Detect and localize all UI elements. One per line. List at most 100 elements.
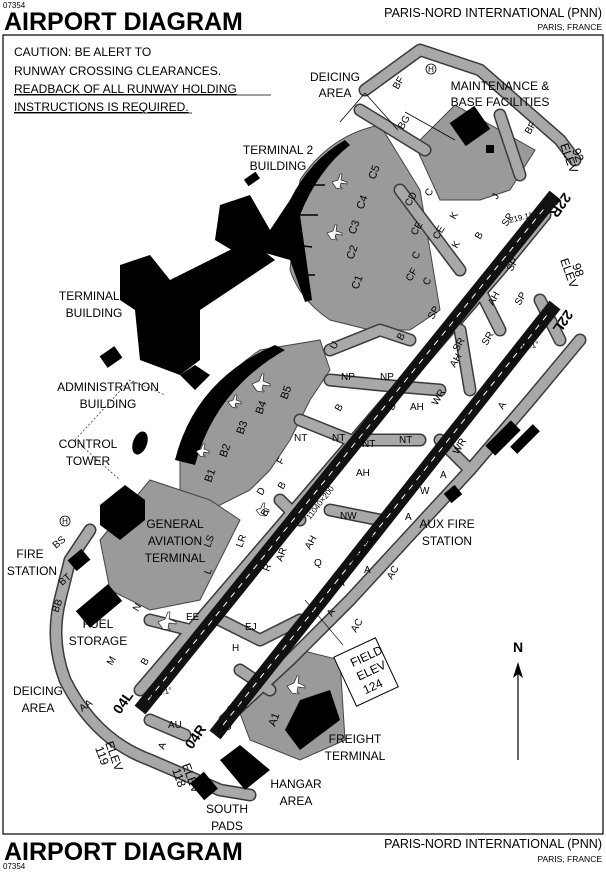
- twy-lr: LR: [234, 533, 249, 549]
- caution-line-1: CAUTION: BE ALERT TO: [14, 45, 151, 59]
- terminal-1-building: [120, 240, 275, 375]
- twy-sp-3: SP: [513, 290, 529, 307]
- t1-label-2: BUILDING: [66, 306, 123, 320]
- field-elevation: FIELD ELEV 124: [304, 599, 399, 707]
- gate-c4: C4: [355, 194, 371, 211]
- twy-ah-4: AH: [356, 468, 370, 479]
- twy-l: L: [202, 567, 214, 576]
- runway-04r-22l: [209, 300, 561, 740]
- buildings: [67, 105, 540, 801]
- chart-frame: [2, 34, 604, 835]
- admin-dotted: [74, 379, 166, 441]
- gate-labels: C1 C2 C3 C4 C5 B1 B2 B3 B4 B5 A1: [203, 164, 383, 728]
- airplane-icon: [251, 373, 271, 393]
- airplane-icon: [331, 173, 348, 190]
- gate-b4: B4: [254, 399, 270, 416]
- caution-line-2: RUNWAY CROSSING CLEARANCES.: [14, 64, 221, 78]
- elev-04l-value: 119: [92, 744, 112, 767]
- twy-au-2: AU: [218, 722, 232, 733]
- maintenance-building: [449, 105, 491, 147]
- fire-station-building: [67, 548, 91, 572]
- twy-c-1: C: [423, 187, 436, 199]
- twy-a-5: A: [325, 607, 338, 619]
- twy-nt-3: NT: [362, 439, 375, 450]
- deicing-ne-label-1: DEICING: [310, 70, 360, 84]
- elev-22r-value: 92: [569, 146, 587, 164]
- fuel-label-2: STORAGE: [69, 634, 127, 648]
- twy-b-5: B: [259, 507, 272, 519]
- rwy-04l: 04L: [109, 687, 136, 716]
- hangar-label-1: HANGAR: [270, 777, 322, 791]
- twy-ls: LS: [202, 533, 217, 549]
- twy-nt-2: NT: [332, 433, 345, 444]
- twy-k-2: K: [450, 239, 463, 251]
- twy-bs: BS: [51, 534, 69, 551]
- maint-label-1: MAINTENANCE &: [451, 79, 550, 93]
- twy-bf-1: BF: [391, 75, 407, 92]
- deicing-sw-label-1: DEICING: [13, 684, 63, 698]
- twy-nw: NW: [340, 511, 357, 522]
- twy-k-1: K: [448, 210, 461, 222]
- gate-c5: C5: [367, 164, 383, 181]
- airplane-icon: [157, 611, 177, 631]
- hangar-building: [220, 745, 270, 790]
- administration-building: [99, 346, 123, 368]
- twy-h: H: [232, 643, 239, 654]
- airplane-icon: [326, 224, 343, 241]
- twy-a-3: A: [364, 565, 371, 576]
- heliport-ne: H: [425, 63, 437, 75]
- gate-b3: B3: [235, 419, 251, 436]
- terminal-2-building: [215, 180, 310, 260]
- twy-a-6: A: [156, 741, 169, 751]
- aux-label-2: STATION: [422, 534, 472, 548]
- aux-fire-station-building: [443, 484, 463, 504]
- tower-label-2: TOWER: [66, 454, 111, 468]
- twy-ar: AR: [274, 546, 289, 563]
- twy-b-mid: B: [395, 331, 408, 343]
- leader-lines: [339, 92, 456, 141]
- gate-b1: B1: [203, 467, 219, 484]
- chart-number: 07354: [3, 1, 26, 10]
- elev-22l-value: 98: [569, 261, 587, 279]
- twy-ej: EJ: [245, 622, 257, 633]
- maint-label-2: BASE FACILITIES: [451, 95, 550, 109]
- deicing-ne-label-2: AREA: [319, 86, 352, 100]
- twy-c-3: C: [421, 276, 434, 288]
- taxiways: [49, 43, 587, 802]
- twy-n: N: [131, 602, 144, 614]
- svg-text:H: H: [428, 65, 434, 74]
- aux-label-1: AUX FIRE: [419, 517, 474, 531]
- gate-c3: C3: [347, 219, 363, 236]
- freight-label-1: FREIGHT: [329, 732, 382, 746]
- gate-c1: C1: [350, 274, 366, 291]
- twy-u: U: [328, 340, 341, 352]
- ga-label-3: TERMINAL: [145, 551, 206, 565]
- south-label-1: SOUTH: [206, 802, 248, 816]
- ga-label-2: AVIATION: [148, 534, 202, 548]
- footer-airport-name: PARIS-NORD INTERNATIONAL (PNN): [384, 837, 602, 851]
- tower-label-1: CONTROL: [59, 437, 118, 451]
- twy-w: W: [420, 486, 430, 497]
- twy-a-7: A: [496, 400, 509, 412]
- twy-b-3: B: [386, 401, 399, 413]
- fuel-label-1: FUEL: [83, 617, 114, 631]
- twy-np-1: NP: [341, 372, 355, 383]
- gate-b5: B5: [279, 384, 295, 401]
- twy-b-4: B: [276, 480, 289, 492]
- twy-d: D: [255, 486, 268, 498]
- terminal-2-pier: [290, 140, 350, 302]
- twy-a-4: A: [338, 578, 345, 589]
- twy-a-1: A: [440, 470, 447, 481]
- twy-f: F: [275, 456, 288, 467]
- gate-c2: C2: [345, 244, 361, 261]
- fuel-storage-building: [75, 584, 123, 628]
- heliport-sw: H: [59, 515, 71, 527]
- caution-note: CAUTION: BE ALERT TO RUNWAY CROSSING CLE…: [14, 45, 271, 114]
- freight-label-2: TERMINAL: [325, 749, 386, 763]
- twy-c-2: C: [410, 250, 423, 262]
- t2-label-1: TERMINAL 2: [243, 143, 314, 157]
- footer-airport-city: PARIS, FRANCE: [537, 854, 602, 864]
- fire-label-1: FIRE: [16, 547, 43, 561]
- footer-title: AIRPORT DIAGRAM: [4, 838, 243, 866]
- footer-chart-number: 07354: [3, 862, 26, 871]
